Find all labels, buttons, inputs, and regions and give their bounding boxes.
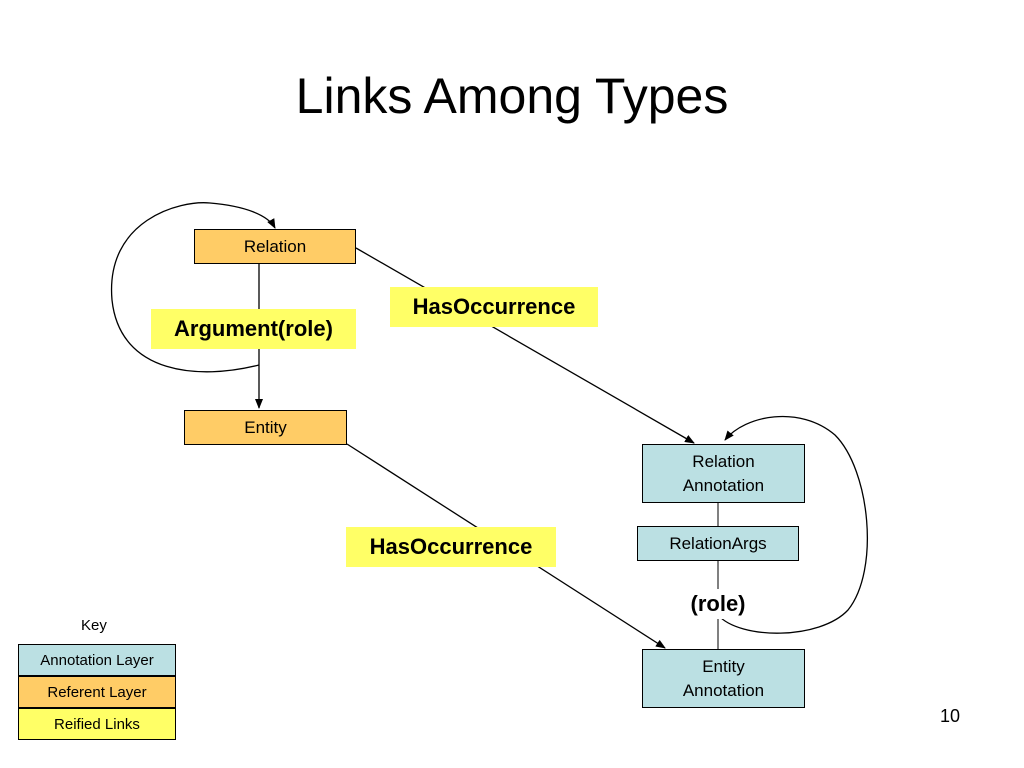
page-number: 10 — [940, 706, 961, 726]
relation-annotation-node: Relation Annotation — [642, 444, 805, 503]
key-referent-layer: Referent Layer — [18, 676, 176, 708]
has-occurrence-label-top: HasOccurrence — [390, 287, 598, 327]
key-annotation-layer: Annotation Layer — [18, 644, 176, 676]
argument-role-label: Argument(role) — [151, 309, 356, 349]
key-reified-links: Reified Links — [18, 708, 176, 740]
has-occurrence-label-bottom: HasOccurrence — [346, 527, 556, 567]
annotation-self-loop — [717, 415, 868, 634]
relation-self-loop — [111, 202, 276, 373]
entity-node: Entity — [184, 410, 347, 445]
slide-title: Links Among Types — [295, 68, 729, 124]
key-title: Key — [81, 617, 107, 634]
relation-args-node: RelationArgs — [637, 526, 799, 561]
relation-has-occurrence-link — [355, 247, 695, 444]
entity-annotation-node: Entity Annotation — [642, 649, 805, 708]
role-label: (role) — [680, 589, 756, 619]
relation-node: Relation — [194, 229, 356, 264]
